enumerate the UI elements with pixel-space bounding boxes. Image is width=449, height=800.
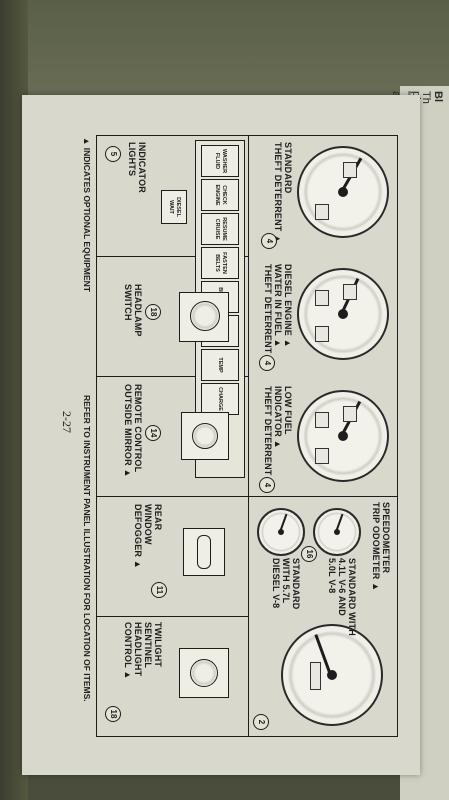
fuel-gauge-low-fuel — [297, 390, 389, 482]
caption-std41-line2: 4.1L V-6 AND — [337, 558, 347, 616]
caption-twilight-line4: CONTROL ▲ — [123, 622, 133, 680]
caption-standard-line1: STANDARD — [283, 142, 293, 194]
gauge-window — [315, 290, 329, 306]
gauge-hub — [338, 309, 348, 319]
gauge-hub — [327, 670, 337, 680]
caption-indicator-line2: LIGHTS — [127, 142, 137, 177]
gauge-window — [315, 412, 329, 428]
caption-defogger-line3: DEFOGGER ▲ — [133, 504, 143, 569]
indicator-temp: TEMP — [201, 349, 239, 381]
mirror-knob-icon — [192, 423, 218, 449]
fuel-gauge-diesel — [297, 268, 389, 360]
item-number-badge: 16 — [301, 546, 317, 562]
item-number-badge: 4 — [261, 233, 277, 249]
caption-lowfuel-line3: THEFT DETERRENT ▲ — [263, 386, 273, 488]
odometer-window — [310, 662, 321, 690]
caption-diesel-line2: WATER IN FUEL ▲ — [273, 264, 283, 348]
defogger-rocker-icon — [197, 535, 211, 569]
next-page-text-1: Bl — [432, 91, 444, 102]
tachometer-small-b — [257, 508, 305, 556]
gauge-hub — [338, 187, 348, 197]
caption-indicator-line1: INDICATOR — [137, 142, 147, 193]
footer-optional-note: ▲ INDICATES OPTIONAL EQUIPMENT — [82, 137, 92, 292]
gauge-window — [315, 204, 329, 220]
item-number-badge: 2 — [253, 714, 269, 730]
gauge-hub — [334, 529, 340, 535]
twilight-knob-icon — [190, 659, 218, 687]
caption-twilight-line2: SENTINEL — [143, 622, 153, 669]
caption-std41-line1: STANDARD WITH — [347, 558, 357, 636]
caption-defogger-line2: WINDOW — [143, 504, 153, 545]
item-number-badge: 18 — [105, 706, 121, 722]
fuel-gauge-standard — [297, 146, 389, 238]
defogger-switch-box — [183, 528, 225, 576]
gauge-window — [343, 162, 357, 178]
mirror-control-box — [181, 412, 229, 460]
item-number-badge: 5 — [105, 146, 121, 162]
col-divider-4 — [97, 616, 249, 617]
caption-std57-line3: DIESEL V-8 — [271, 558, 281, 609]
item-number-badge: 4 — [259, 355, 275, 371]
indicator-washer-fluid: WASHER FLUID — [201, 145, 239, 177]
page-number: 2-27 — [60, 411, 74, 433]
caption-mirror-line2: OUTSIDE MIRROR ▲ — [123, 384, 133, 478]
caption-diesel-line1: DIESEL ENGINE ▲ — [283, 264, 293, 348]
caption-std57-line1: STANDARD — [291, 558, 301, 610]
caption-twilight-line1: TWILIGHT — [153, 622, 163, 668]
col-divider-3 — [97, 496, 397, 497]
tachometer-small-a — [313, 508, 361, 556]
caption-standard-line2: THEFT DETERRENT ▲ — [273, 142, 283, 244]
caption-lowfuel-line1: LOW FUEL — [283, 386, 293, 435]
speedometer-dial — [281, 624, 383, 726]
indicator-diesel-wait: DIESEL WAIT — [161, 190, 187, 224]
gauge-window — [315, 448, 329, 464]
caption-speedometer-line1: SPEEDOMETER — [381, 502, 391, 574]
caption-lowfuel-line2: INDICATOR ▲ — [273, 386, 283, 449]
item-number-badge: 18 — [145, 304, 161, 320]
caption-diesel-line3: THEFT DETERRENT ▲ — [263, 264, 273, 366]
headlamp-knob-icon — [190, 301, 220, 331]
caption-mirror-line1: REMOTE CONTROL — [133, 384, 143, 473]
footer-refer-note: REFER TO INSTRUMENT PANEL ILLUSTRATION F… — [82, 395, 92, 702]
indicator-fasten-belts: FASTEN BELTS — [201, 247, 239, 279]
caption-headlamp-line1: HEADLAMP — [133, 284, 143, 337]
gauge-window — [315, 326, 329, 342]
item-number-badge: 4 — [259, 477, 275, 493]
gauge-hub — [278, 529, 284, 535]
headlamp-switch-box — [179, 292, 229, 342]
gauge-hub — [338, 431, 348, 441]
instrument-table: STANDARD THEFT DETERRENT ▲ 4 DIESEL ENGI… — [96, 135, 398, 737]
manual-page: STANDARD THEFT DETERRENT ▲ 4 DIESEL ENGI… — [22, 95, 420, 775]
caption-std41-line3: 5.0L V-8 — [327, 558, 337, 594]
manual-page-content: STANDARD THEFT DETERRENT ▲ 4 DIESEL ENGI… — [22, 95, 420, 775]
gauge-window — [343, 406, 357, 422]
gauge-window — [343, 284, 357, 300]
caption-speedometer-line2: TRIP ODOMETER ▲ — [371, 502, 381, 592]
indicator-resume-cruise: RESUME CRUISE — [201, 213, 239, 245]
item-number-badge: 14 — [145, 425, 161, 441]
item-number-badge: 11 — [151, 582, 167, 598]
caption-headlamp-line2: SWITCH — [123, 284, 133, 321]
twilight-sentinel-box — [179, 648, 229, 698]
indicator-charge: CHARGE — [201, 383, 239, 415]
caption-defogger-line1: REAR — [153, 504, 163, 531]
caption-twilight-line3: HEADLIGHT — [133, 622, 143, 677]
row-divider — [248, 136, 249, 736]
caption-std57-line2: WITH 5.7L — [281, 558, 291, 604]
indicator-check-engine: CHECK ENGINE — [201, 179, 239, 211]
